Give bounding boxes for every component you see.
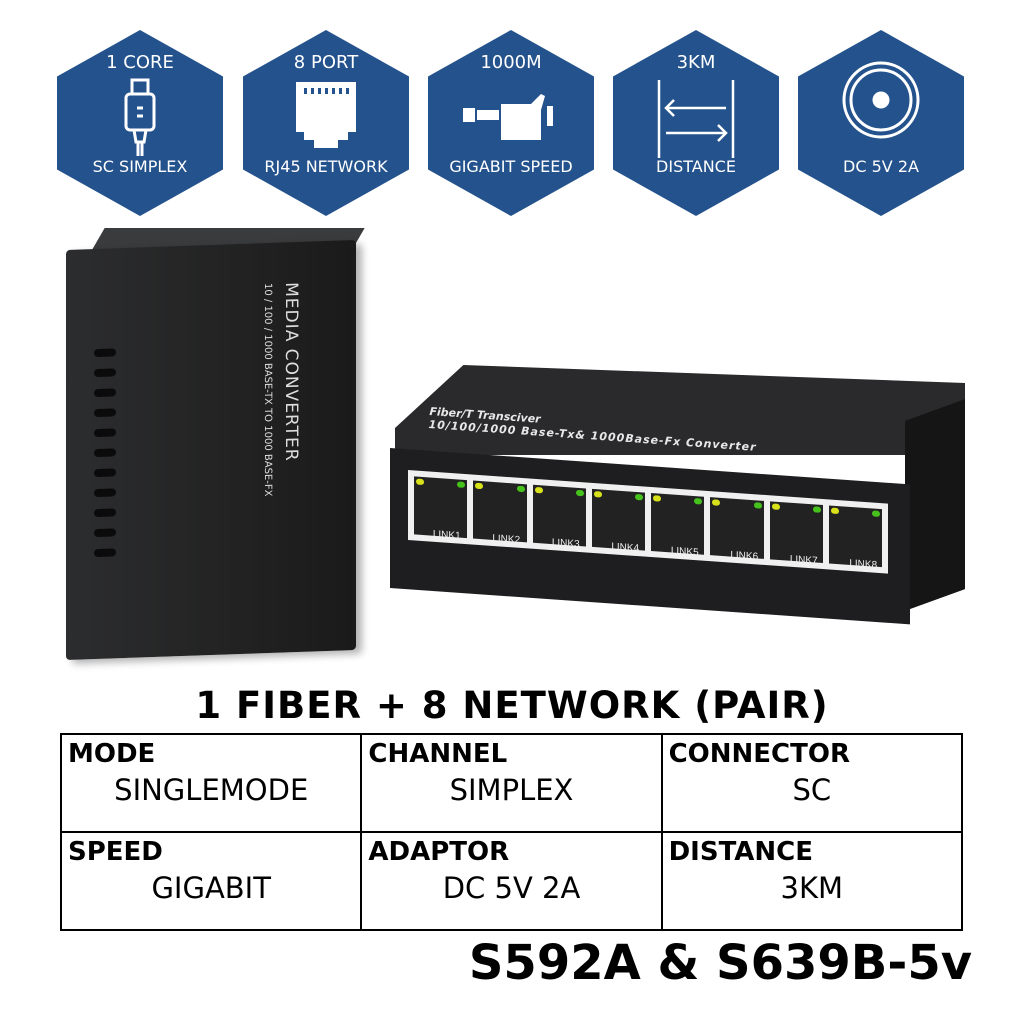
spec-label: CONNECTOR xyxy=(668,739,850,769)
model-number: S592A & S639B-5v xyxy=(468,935,972,991)
feature-hex-1-core: 1 CORE SC SIMPLEX xyxy=(57,30,223,216)
spec-table: MODE SINGLEMODE CHANNEL SIMPLEX CONNECTOR S… xyxy=(59,733,964,931)
vent xyxy=(94,348,116,358)
spec-cell: MODE SINGLEMODE xyxy=(59,733,363,833)
feature-bottom: RJ45 NETWORK xyxy=(264,157,388,176)
feature-top: 1000M xyxy=(480,52,542,73)
feature-top: 8 PORT xyxy=(293,52,359,73)
product-title: 1 FIBER + 8 NETWORK (PAIR) xyxy=(195,684,829,727)
vent xyxy=(94,388,116,398)
feature-hex-3km: 3KM DISTANCE xyxy=(613,30,779,216)
spec-cell: DISTANCE 3KM xyxy=(660,831,964,931)
spec-value: SIMPLEX xyxy=(449,773,574,807)
spec-cell: CHANNEL SIMPLEX xyxy=(360,733,663,833)
media-converter-title: MEDIA CONVERTER xyxy=(281,281,301,462)
vent xyxy=(94,408,116,418)
table-row: SPEED GIGABIT ADAPTOR DC 5V 2A DISTANCE 3KM xyxy=(59,831,964,931)
spec-label: ADAPTOR xyxy=(368,837,510,867)
media-converter-label: MEDIA CONVERTER 10 / 100 / 1000 BASE-TX … xyxy=(262,282,301,643)
feature-hex-8-port: 8 PORT RJ45 NETWORK xyxy=(243,30,409,216)
rj45-port-icon xyxy=(296,82,356,148)
feature-top: 3KM xyxy=(676,52,716,73)
spec-value: DC 5V 2A xyxy=(442,871,581,905)
spec-cell: SPEED GIGABIT xyxy=(59,831,363,931)
vent xyxy=(94,368,116,378)
spec-cell: ADAPTOR DC 5V 2A xyxy=(360,831,663,931)
feature-bottom: DC 5V 2A xyxy=(843,157,919,176)
spec-label: CHANNEL xyxy=(368,739,508,769)
feature-bottom: SC SIMPLEX xyxy=(92,157,188,176)
spec-label: DISTANCE xyxy=(668,837,814,867)
vent xyxy=(94,508,116,518)
media-converter-device: MEDIA CONVERTER 10 / 100 / 1000 BASE-TX … xyxy=(66,239,356,661)
feature-bottom: DISTANCE xyxy=(656,157,736,176)
media-converter-subtitle: 10 / 100 / 1000 BASE-TX TO 1000 BASE-FX xyxy=(262,282,273,497)
feature-top: 1 CORE xyxy=(106,52,174,73)
switch-top xyxy=(395,365,965,455)
vent xyxy=(94,488,116,498)
vent xyxy=(94,448,116,458)
spec-cell: CONNECTOR SC xyxy=(660,733,964,833)
spec-value: GIGABIT xyxy=(151,871,271,905)
spec-value: SINGLEMODE xyxy=(114,773,309,807)
table-row: MODE SINGLEMODE CHANNEL SIMPLEX CONNECTOR S… xyxy=(59,733,964,833)
feature-hex-1000m: 1000M GIGABIT SPEED xyxy=(428,30,594,216)
vent xyxy=(94,428,116,438)
vent xyxy=(94,548,116,558)
spec-label: MODE xyxy=(68,739,156,769)
dc-power-jack-icon xyxy=(842,61,920,139)
feature-hex-dc-power: DC 5V 2A xyxy=(798,30,964,216)
fiber-sc-connector-icon xyxy=(124,78,156,156)
distance-arrows-icon xyxy=(657,80,735,158)
spec-label: SPEED xyxy=(68,837,163,867)
switch-side xyxy=(905,399,965,611)
ethernet-cable-icon xyxy=(463,94,553,140)
vent xyxy=(94,468,116,478)
feature-bottom: GIGABIT SPEED xyxy=(449,157,573,176)
spec-value: 3KM xyxy=(780,871,844,905)
spec-value: SC xyxy=(792,773,832,807)
vent xyxy=(94,528,116,538)
